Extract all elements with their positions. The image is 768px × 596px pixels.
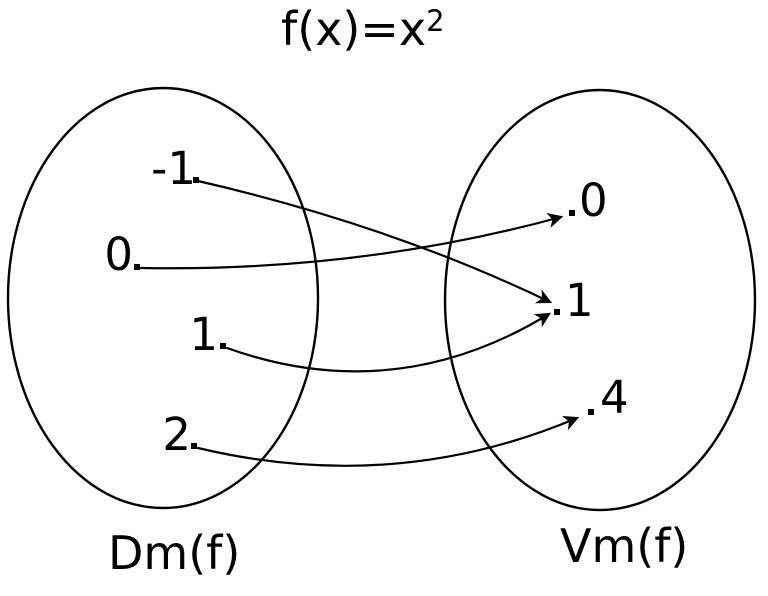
arrow-1-to-1 <box>225 312 551 373</box>
arrow-0-to-0 <box>139 213 564 270</box>
range-set-label: Vm(f) <box>560 519 689 573</box>
range-element-0: 0 <box>579 174 608 227</box>
range-element-4: 4 <box>600 371 629 424</box>
dot-range-0 <box>569 210 575 216</box>
arrow-2-to-4 <box>196 416 580 467</box>
domain-element-1: 1 <box>189 308 218 361</box>
dot-domain-0 <box>134 264 140 270</box>
domain-element-0: 0 <box>104 228 133 281</box>
dot-domain-2 <box>191 443 197 449</box>
range-ellipse <box>443 88 757 512</box>
domain-ellipse <box>6 86 320 510</box>
domain-set-label: Dm(f) <box>108 526 241 580</box>
dot-range-4 <box>588 409 594 415</box>
domain-element-2: 2 <box>162 408 191 461</box>
dot-domain-neg1 <box>193 177 199 183</box>
domain-element-neg1: -1 <box>151 142 196 195</box>
function-title-base: f(x)=x <box>281 2 427 56</box>
dot-range-1 <box>554 309 560 315</box>
function-title: f(x)=x2 <box>281 6 445 52</box>
arrow-neg1-to-1 <box>196 179 553 304</box>
dot-domain-1 <box>220 343 226 349</box>
range-element-1: 1 <box>565 274 594 327</box>
function-title-exponent: 2 <box>426 4 445 38</box>
